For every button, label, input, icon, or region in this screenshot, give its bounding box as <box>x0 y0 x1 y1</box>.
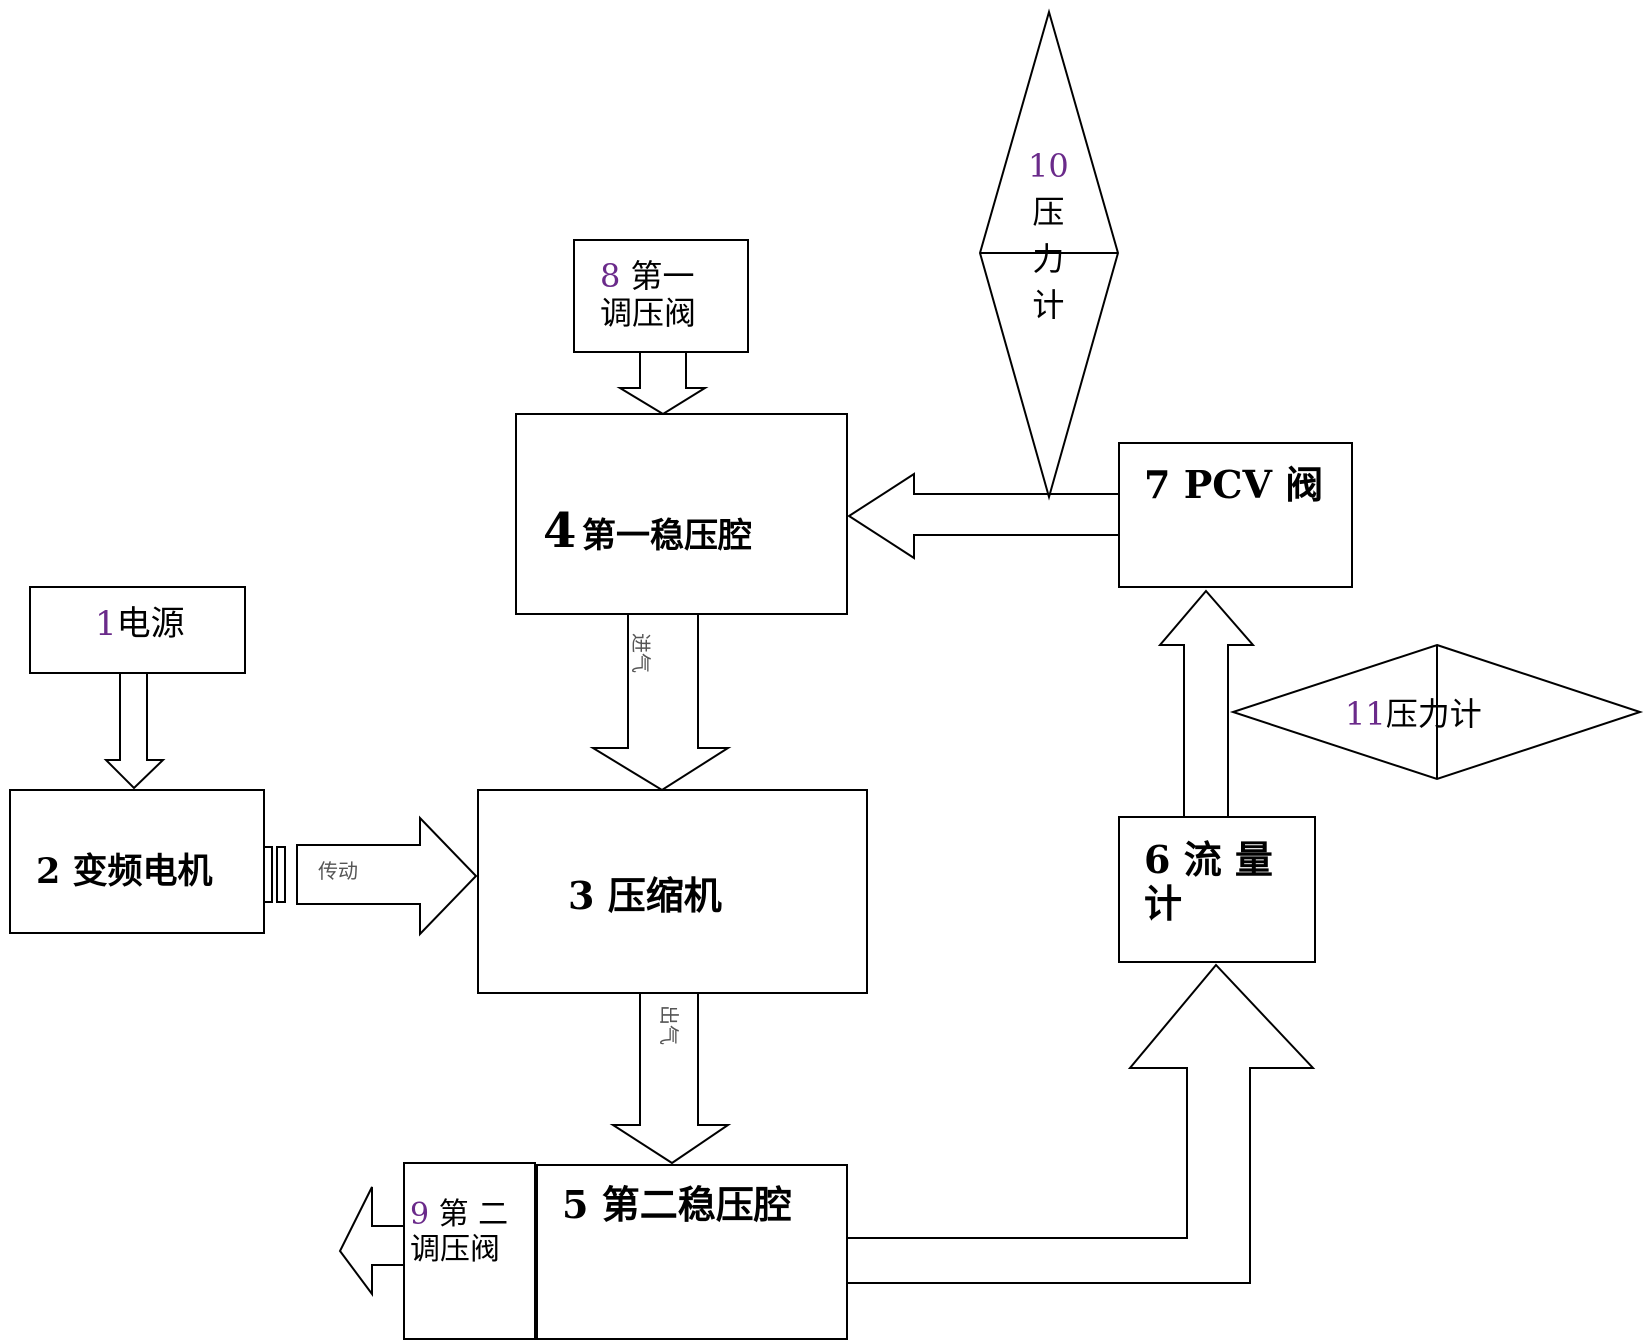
component-name: 压缩机 <box>608 873 722 918</box>
component-name: 流 量 <box>1184 837 1273 882</box>
arrow-regvalve2-out <box>340 1187 404 1294</box>
arrow-intake <box>593 614 728 790</box>
component-name: 第 二 <box>439 1197 509 1232</box>
component-number: 10 <box>1028 143 1069 189</box>
exhaust-label: 出气 <box>657 1005 680 1045</box>
component-name: PCV 阀 <box>1184 462 1324 507</box>
component-name: 电源 <box>117 604 185 644</box>
component-name: 压 <box>1028 189 1069 235</box>
motor-coupling <box>277 847 285 902</box>
arrow-chamber2-to-flowmeter <box>847 965 1313 1283</box>
component-name: 第一稳压腔 <box>582 516 752 556</box>
component-number: 6 <box>1144 837 1170 882</box>
component-number: 11 <box>1345 695 1386 733</box>
pressure-gauge-10-label: 10 压 力 计 <box>1028 143 1069 329</box>
component-number: 4 <box>543 503 576 559</box>
stab-chamber-2-label: 5 第二稳压腔 <box>562 1183 792 1227</box>
component-number: 5 <box>562 1182 588 1227</box>
component-name: 第一 <box>631 257 695 295</box>
component-name: 计 <box>1144 882 1273 926</box>
arrow-pcv-to-chamber1 <box>849 474 1119 558</box>
component-name: 压力计 <box>1386 695 1482 733</box>
transmission-label: 传动 <box>318 860 358 883</box>
component-name: 计 <box>1028 282 1069 328</box>
component-number: 2 <box>36 851 60 892</box>
arrow-power-to-motor <box>106 673 163 788</box>
reg-valve-2-label: 9 第 二 调压阀 <box>410 1198 508 1267</box>
compressor-label: 3 压缩机 <box>568 874 722 918</box>
component-number: 3 <box>568 873 594 918</box>
component-number: 1 <box>95 604 117 644</box>
component-number: 9 <box>410 1197 429 1232</box>
reg-valve-1-label: 8 第一 调压阀 <box>600 258 696 332</box>
component-name: 变频电机 <box>73 851 213 892</box>
intake-label: 进气 <box>629 633 652 673</box>
component-name: 调压阀 <box>600 295 696 332</box>
arrow-flowmeter-to-pcv <box>1160 591 1253 817</box>
component-name: 调压阀 <box>410 1233 508 1268</box>
flowmeter-label: 6 流 量 计 <box>1144 838 1273 925</box>
component-number: 8 <box>600 257 620 295</box>
component-name: 第二稳压腔 <box>602 1182 792 1227</box>
motor-coupling <box>264 847 272 902</box>
power-supply-label: 1电源 <box>95 605 185 644</box>
vf-motor-label: 2 变频电机 <box>36 852 213 892</box>
stab-chamber-1-label: 4 第一稳压腔 <box>543 504 752 559</box>
arrow-regvalve1-to-chamber1 <box>620 352 705 414</box>
pressure-gauge-11-label: 11压力计 <box>1345 696 1482 733</box>
component-name: 力 <box>1028 236 1069 282</box>
pcv-valve-label: 7 PCV 阀 <box>1144 463 1323 507</box>
component-number: 7 <box>1144 462 1170 507</box>
